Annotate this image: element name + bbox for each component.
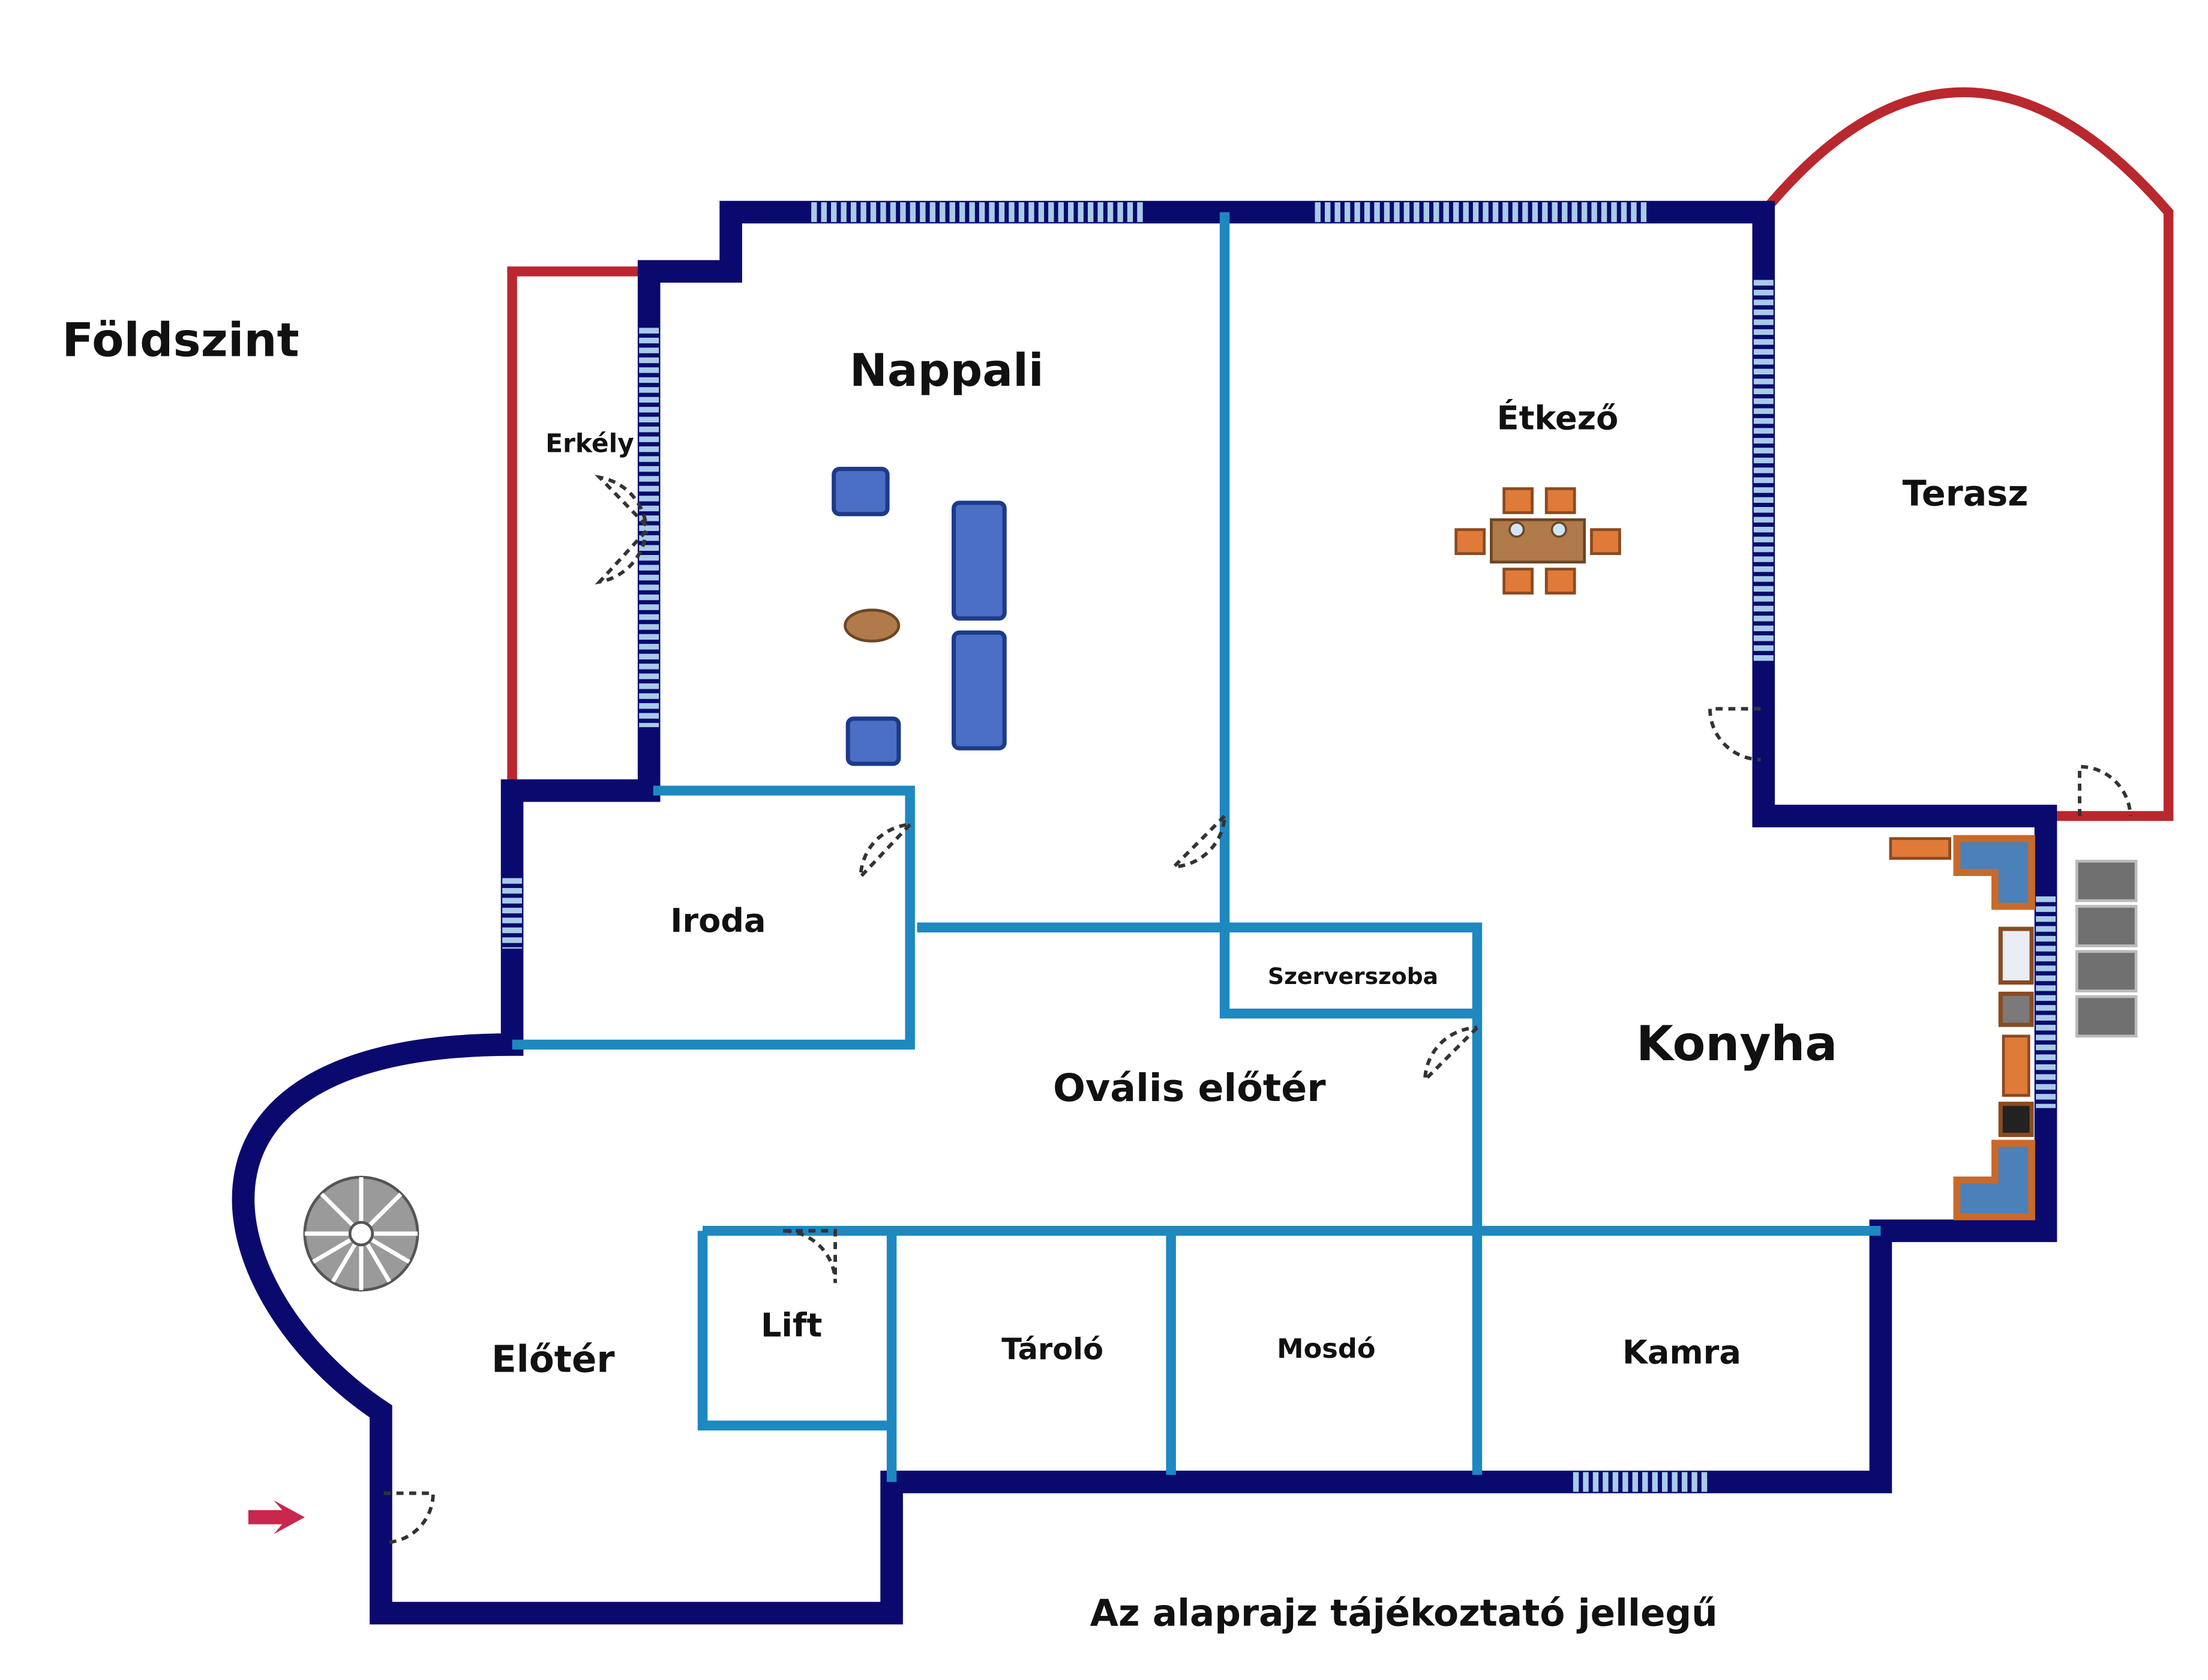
room-label-eloter: Előtér <box>491 1338 615 1381</box>
kitchen-fittings <box>1889 835 2138 1220</box>
kitchen-counter-bottom <box>1953 1139 2035 1220</box>
room-label-iroda: Iroda <box>670 902 766 940</box>
spiral-staircase-icon <box>303 1175 419 1292</box>
room-label-tarolo: Tároló <box>1001 1331 1103 1366</box>
room-label-kamra: Kamra <box>1622 1333 1741 1371</box>
room-label-konyha: Konyha <box>1636 1016 1837 1072</box>
exterior-steps <box>2075 859 2138 1038</box>
sofa-lower <box>952 630 1007 751</box>
inner-walls <box>512 212 1881 1482</box>
doors <box>383 475 2132 1544</box>
sofa-upper <box>952 500 1007 621</box>
room-label-lift: Lift <box>761 1307 822 1345</box>
windows <box>502 202 2056 1492</box>
footer-note: Az alaprajz tájékoztató jellegű <box>1090 1592 1718 1635</box>
room-label-nappali: Nappali <box>850 344 1044 397</box>
coffee-table <box>844 608 901 643</box>
entrance-arrow-icon <box>248 1500 305 1534</box>
sink <box>1998 926 2034 985</box>
stove <box>1998 1102 2034 1137</box>
living-room-furniture <box>832 467 1007 766</box>
armchair-bottom <box>845 716 901 766</box>
room-label-terasz: Terasz <box>1903 473 2029 514</box>
dining-table <box>1490 518 1586 564</box>
labels: Földszint Nappali Étkező Terasz Erkély I… <box>62 313 2028 1634</box>
outer-walls <box>232 200 2057 1625</box>
room-label-etkezo: Étkező <box>1497 400 1619 437</box>
kitchen-counter-top <box>1953 835 2035 910</box>
armchair-top <box>832 467 890 517</box>
terrace-outline <box>1759 87 2174 821</box>
room-label-erkely: Erkély <box>545 428 634 458</box>
dishwasher <box>1998 991 2034 1027</box>
exterior-outlines <box>507 87 2174 821</box>
room-label-mosdo: Mosdó <box>1277 1333 1375 1364</box>
room-label-szerverszoba: Szerverszoba <box>1268 963 1438 989</box>
balcony-outline <box>507 266 649 791</box>
room-label-ovalis-eloter: Ovális előtér <box>1053 1066 1326 1110</box>
dining-furniture <box>1454 487 1621 595</box>
floor-title: Földszint <box>62 313 299 367</box>
